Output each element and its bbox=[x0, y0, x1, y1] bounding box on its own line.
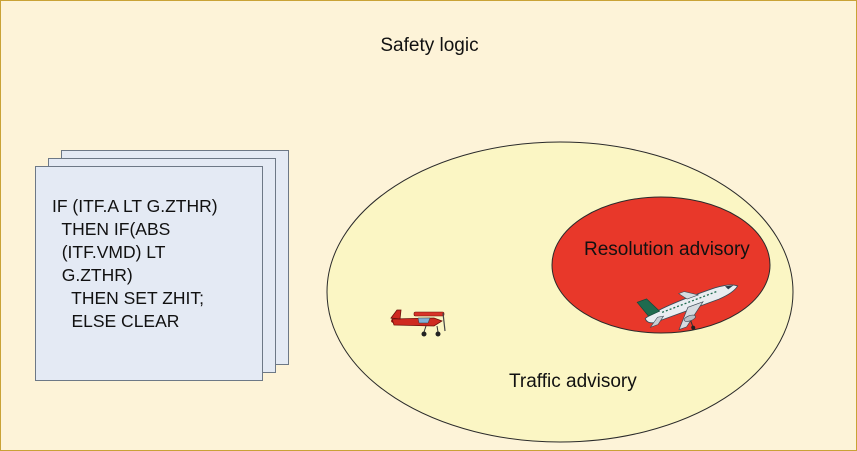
code-line: THEN IF(ABS bbox=[52, 219, 171, 239]
airliner-icon bbox=[636, 284, 739, 331]
code-line: (ITF.VMD) LT bbox=[52, 242, 166, 262]
code-line: IF (ITF.A LT G.ZTHR) bbox=[52, 196, 218, 216]
traffic-advisory-label: Traffic advisory bbox=[509, 371, 637, 392]
code-line: ELSE CLEAR bbox=[52, 311, 180, 331]
small-propeller-plane-icon bbox=[390, 309, 446, 337]
code-page-front: IF (ITF.A LT G.ZTHR) THEN IF(ABS (ITF.VM… bbox=[35, 166, 263, 381]
diagram-title: Safety logic bbox=[380, 35, 479, 56]
code-line: THEN SET ZHIT; bbox=[52, 288, 205, 308]
code-line: G.ZTHR) bbox=[52, 265, 133, 285]
resolution-advisory-label: Resolution advisory bbox=[584, 239, 750, 260]
